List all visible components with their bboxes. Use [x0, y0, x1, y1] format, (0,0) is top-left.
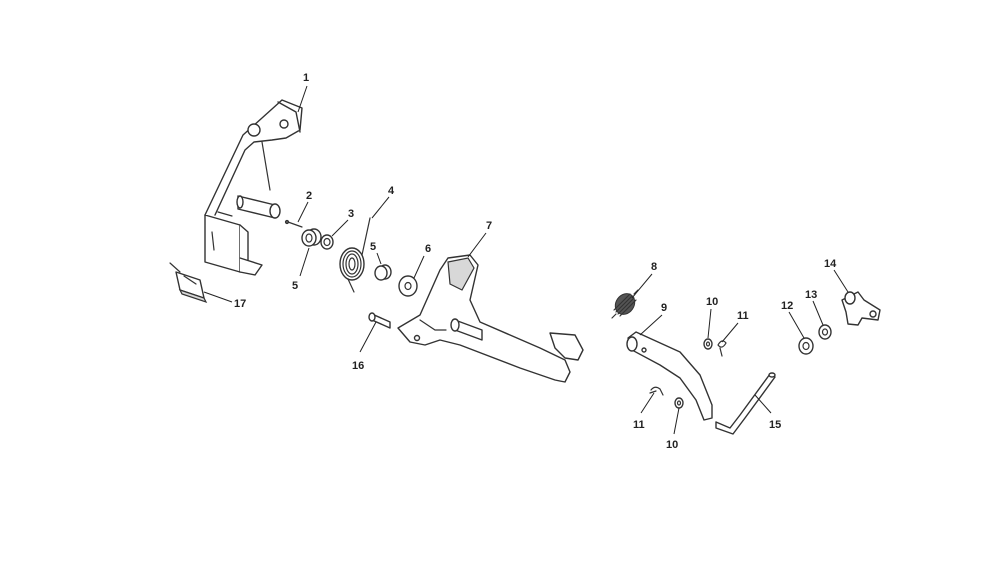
callout-2: 2 — [306, 190, 312, 202]
callout-9: 9 — [661, 302, 667, 314]
part-11-clip-lower — [649, 386, 664, 396]
part-2-pin — [284, 219, 303, 228]
part-1-bracket — [204, 99, 303, 276]
part-8-spring — [611, 289, 639, 319]
leader-lines — [203, 85, 849, 435]
callout-11-lower: 11 — [633, 419, 645, 431]
callout-10-lower: 10 — [666, 439, 678, 451]
callout-8: 8 — [651, 261, 657, 273]
part-11-clip-upper — [717, 340, 727, 357]
part-9-lever — [626, 331, 713, 421]
part-16-clevis-pin — [368, 312, 391, 329]
part-10-nut-upper — [703, 338, 713, 350]
part-12-bushing — [798, 337, 814, 355]
callout-5-right: 5 — [370, 241, 376, 253]
part-15-rod — [715, 372, 776, 435]
callout-10-upper: 10 — [706, 296, 718, 308]
callout-5-left: 5 — [292, 280, 298, 292]
callout-14: 14 — [824, 258, 837, 270]
part-6-washer — [398, 275, 418, 297]
part-10-nut-lower — [674, 397, 684, 409]
part-14-arm — [841, 291, 881, 326]
callout-3: 3 — [348, 208, 354, 220]
callout-16: 16 — [352, 360, 364, 372]
callout-4: 4 — [388, 185, 395, 197]
part-17-switch — [169, 262, 208, 304]
callout-1: 1 — [303, 72, 309, 84]
callout-labels: 1 2 3 4 5 5 6 7 8 9 10 11 12 13 14 15 16… — [234, 72, 837, 451]
part-7-pedal — [397, 254, 584, 383]
callout-11-upper: 11 — [737, 310, 749, 322]
callout-17: 17 — [234, 298, 246, 310]
part-5-bushing-left — [301, 228, 322, 247]
part-5-bushing-right — [374, 264, 392, 281]
callout-13: 13 — [805, 289, 817, 301]
part-4-spring — [339, 217, 371, 293]
callout-15: 15 — [769, 419, 781, 431]
part-3-washer — [320, 234, 334, 250]
callout-6: 6 — [425, 243, 431, 255]
callout-7: 7 — [486, 220, 492, 232]
callout-12: 12 — [781, 300, 793, 312]
part-13-nut — [818, 324, 832, 340]
